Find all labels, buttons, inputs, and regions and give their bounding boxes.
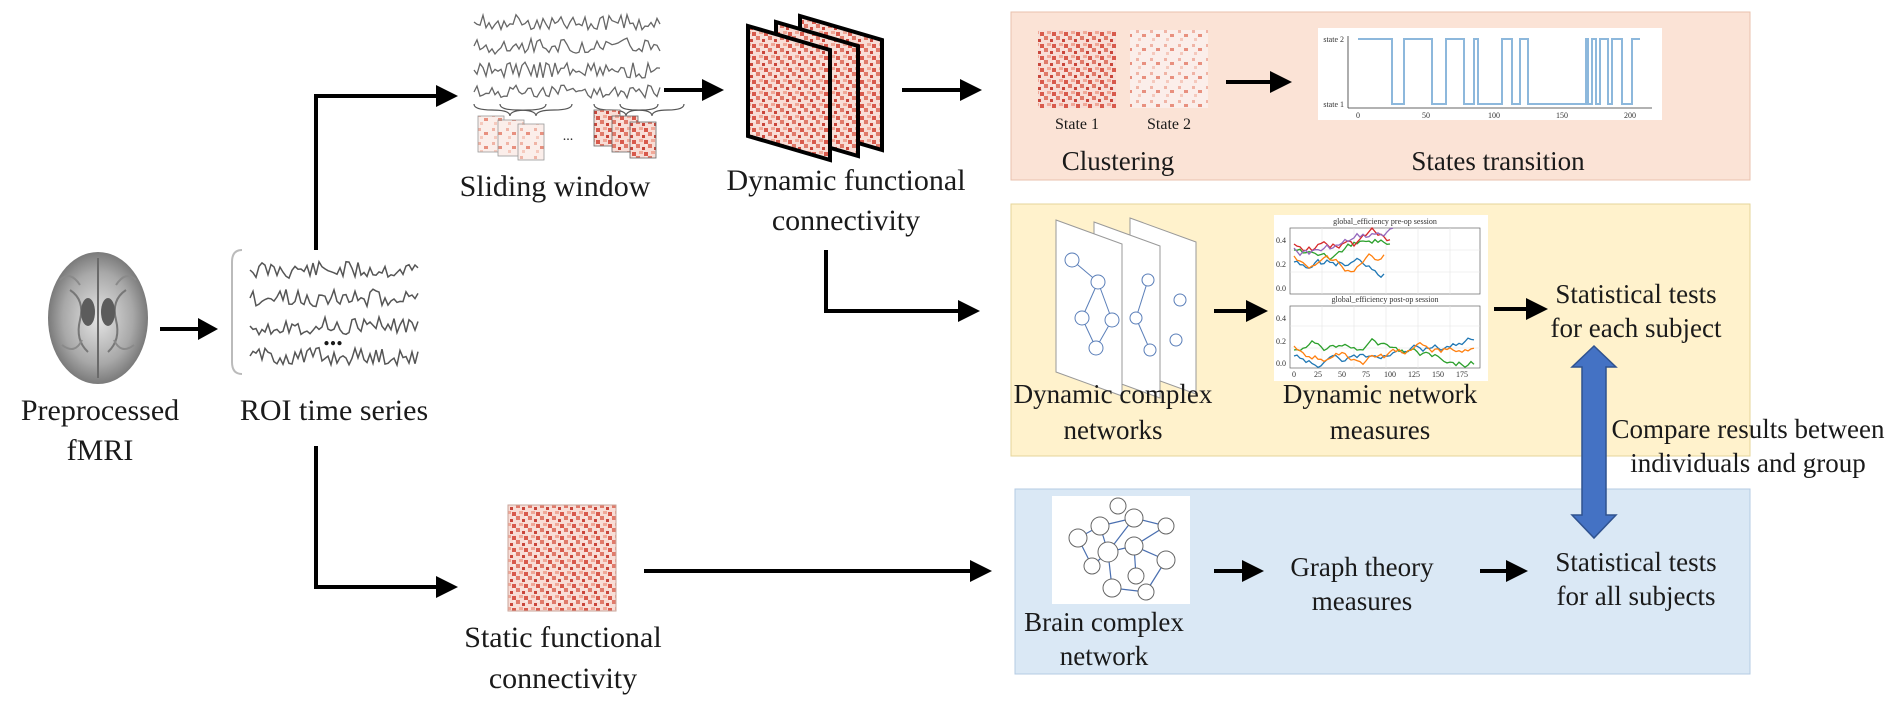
arrow-graph-to-stat-all — [1480, 560, 1528, 582]
sliding-signal — [473, 36, 661, 56]
compare-label-line2: individuals and group — [1630, 448, 1865, 478]
arrow-dfc-to-clustering — [902, 79, 982, 101]
preprocessed-label-line2: fMRI — [67, 434, 134, 467]
eff-x-tick: 25 — [1314, 370, 1322, 379]
dyn-measures-label-line2: measures — [1330, 415, 1430, 445]
eff-x-tick: 175 — [1456, 370, 1468, 379]
state2-matrix — [1130, 30, 1208, 108]
states-transition-label: States transition — [1411, 146, 1585, 176]
dynamic-networks-stack — [1055, 217, 1197, 399]
eff-y-tick: 0.2 — [1276, 260, 1286, 269]
ge-pre-line — [1293, 238, 1391, 261]
dyn-complex-label-line1: Dynamic complex — [1014, 379, 1213, 409]
state1-label: State 1 — [1055, 116, 1099, 133]
dyn-complex-label-line2: networks — [1064, 415, 1163, 445]
roi-label: ROI time series — [240, 394, 428, 427]
arrow-dfc-to-networks — [824, 250, 980, 322]
sliding-signal — [473, 60, 661, 80]
brain-net-label-line2: network — [1060, 641, 1149, 671]
state-x-tick: 150 — [1556, 111, 1568, 120]
brain-network-graph — [1052, 496, 1190, 604]
roi-signal — [249, 259, 419, 280]
arrow-brain-to-roi — [160, 318, 218, 340]
compare-label-line1: Compare results between — [1612, 414, 1885, 444]
stat-each-label-line1: Statistical tests — [1555, 279, 1716, 309]
sliding-signal — [473, 12, 661, 32]
sliding-window-signals — [473, 12, 661, 100]
roi-time-series — [231, 249, 419, 375]
static-fc-label-line2: connectivity — [489, 662, 637, 695]
state-sequence-line — [1358, 38, 1640, 105]
dfc-label-line2: connectivity — [772, 204, 920, 237]
compare-double-arrow — [1570, 344, 1618, 540]
eff-x-tick: 125 — [1408, 370, 1420, 379]
arrow-roi-to-static — [314, 446, 458, 598]
arrow-clustering-to-states — [1226, 71, 1292, 93]
stat-each-label-line2: for each subject — [1551, 313, 1722, 343]
arrow-network-to-graph — [1214, 560, 1264, 582]
states-transition-plot: state 2 state 1 0 50 100 150 200 — [1318, 28, 1662, 120]
ge-post-line — [1293, 341, 1475, 366]
ge-pre-line — [1293, 226, 1391, 252]
eff-x-tick: 50 — [1338, 370, 1346, 379]
eff-y-tick: 0.4 — [1276, 314, 1286, 323]
stat-all-label-line2: for all subjects — [1557, 581, 1716, 611]
ge-pre-line — [1293, 227, 1394, 257]
dfc-matrix-stack — [746, 13, 884, 163]
eff-x-tick: 100 — [1384, 370, 1396, 379]
state2-label: State 2 — [1147, 116, 1191, 133]
efficiency-plots: global_efficiency pre-op session global_… — [1274, 215, 1488, 381]
brain-image — [48, 252, 148, 384]
window-matrices: ... — [477, 109, 657, 161]
arrow-roi-to-sliding — [314, 85, 458, 250]
roi-signal — [249, 314, 419, 337]
ge-pre-line — [1293, 253, 1385, 273]
stat-all-label-line1: Statistical tests — [1555, 547, 1716, 577]
eff-x-tick: 0 — [1292, 370, 1296, 379]
roi-signal — [249, 287, 419, 309]
arrow-networks-to-measures — [1214, 300, 1268, 322]
static-fc-matrix — [507, 504, 617, 612]
dyn-measures-label-line1: Dynamic network — [1283, 379, 1478, 409]
graph-label-line1: Graph theory — [1290, 552, 1434, 582]
graph-label-line2: measures — [1312, 586, 1412, 616]
window-ellipsis: ... — [563, 129, 574, 144]
eff-y-tick: 0.0 — [1276, 284, 1286, 293]
preprocessed-label-line1: Preprocessed — [21, 394, 179, 427]
eff-y-tick: 0.0 — [1276, 359, 1286, 368]
ge-post-title: global_efficiency post-op session — [1332, 295, 1439, 304]
ge-pre-title: global_efficiency pre-op session — [1333, 217, 1437, 226]
arrow-static-to-network — [644, 560, 992, 582]
sliding-window-label: Sliding window — [460, 170, 651, 203]
eff-x-tick: 150 — [1432, 370, 1444, 379]
state-x-tick: 100 — [1488, 111, 1500, 120]
static-fc-label-line1: Static functional — [464, 621, 661, 654]
state-x-tick: 200 — [1624, 111, 1636, 120]
eff-y-tick: 0.4 — [1276, 236, 1286, 245]
eff-y-tick: 0.2 — [1276, 337, 1286, 346]
state-x-tick: 50 — [1422, 111, 1430, 120]
roi-signal — [249, 345, 419, 368]
state-x-tick: 0 — [1356, 111, 1360, 120]
arrow-measures-to-stat-each — [1494, 298, 1548, 320]
state-axis-label: state 1 — [1323, 100, 1344, 109]
roi-ellipsis: ... — [323, 322, 343, 351]
sliding-signal — [473, 84, 661, 100]
arrow-sliding-to-dfc — [664, 79, 724, 101]
ge-post-line — [1293, 337, 1475, 369]
dfc-label-line1: Dynamic functional — [726, 164, 965, 197]
state1-matrix — [1038, 30, 1116, 108]
window-brackets — [473, 103, 685, 117]
brain-net-label-line1: Brain complex — [1024, 607, 1184, 637]
clustering-label: Clustering — [1062, 146, 1175, 176]
eff-x-tick: 75 — [1362, 370, 1370, 379]
state-axis-label: state 2 — [1323, 35, 1344, 44]
